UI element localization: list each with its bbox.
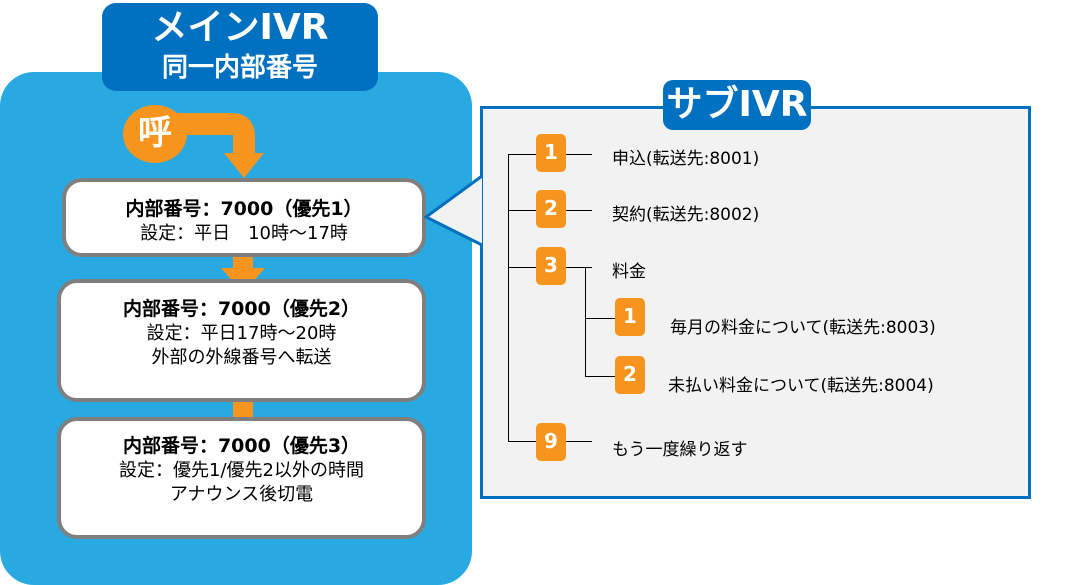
- call-arrow-head: [224, 153, 264, 178]
- sub-ivr-title: サブIVR: [663, 80, 811, 130]
- main-ivr-title-text: メインIVR: [151, 7, 329, 48]
- priority-3-action: アナウンス後切電: [169, 484, 314, 505]
- menu-item-label: 契約(転送先:8002): [612, 205, 760, 225]
- submenu-item-label: 未払い料金について(転送先:8004): [668, 376, 934, 396]
- tree-branch: [508, 154, 536, 155]
- submenu-item-label: 毎月の料金について(転送先:8003): [670, 318, 936, 338]
- priority-3-setting: 設定：優先1/優先2以外の時間: [119, 460, 364, 481]
- priority-3-box: 内部番号：7000（優先3） 設定：優先1/優先2以外の時間 アナウンス後切電: [57, 417, 426, 539]
- menu-item-label: もう一度繰り返す: [612, 440, 748, 460]
- priority-3-heading: 内部番号：7000（優先3）: [122, 435, 361, 457]
- tree-branch: [566, 267, 592, 268]
- tree-branch: [508, 210, 536, 211]
- menu-key-badge: 9: [536, 423, 566, 461]
- priority-1-setting: 設定：平日 10時～17時: [140, 223, 348, 244]
- sub-ivr-panel: [480, 106, 1031, 499]
- tree-branch: [585, 376, 615, 377]
- tree-branch: [508, 267, 536, 268]
- menu-key-badge: 2: [536, 190, 566, 228]
- main-ivr-title: メインIVR 同一内部番号: [102, 3, 378, 91]
- call-arrow: [170, 113, 255, 155]
- tree-branch: [585, 318, 615, 319]
- tree-branch: [566, 154, 592, 155]
- menu-key-badge: 3: [536, 247, 566, 285]
- submenu-key-badge: 2: [615, 356, 645, 394]
- tree-branch: [508, 441, 536, 442]
- priority-2-action: 外部の外線番号へ転送: [151, 347, 332, 368]
- menu-item-label: 料金: [612, 262, 646, 282]
- tree-branch: [566, 210, 592, 211]
- priority-2-box: 内部番号：7000（優先2） 設定：平日17時～20時 外部の外線番号へ転送: [57, 279, 426, 402]
- call-circle-icon: 呼: [123, 105, 187, 163]
- subtree-trunk: [585, 267, 586, 377]
- menu-item-label: 申込(転送先:8001): [612, 149, 760, 169]
- priority-1-heading: 内部番号：7000（優先1）: [125, 198, 363, 220]
- priority-2-heading: 内部番号：7000（優先2）: [122, 298, 361, 320]
- submenu-key-badge: 1: [615, 298, 645, 336]
- tree-trunk: [508, 154, 509, 442]
- main-ivr-subtitle: 同一内部番号: [161, 53, 318, 83]
- tree-branch: [566, 441, 592, 442]
- menu-key-badge: 1: [536, 134, 566, 172]
- priority-2-setting: 設定：平日17時～20時: [146, 323, 337, 344]
